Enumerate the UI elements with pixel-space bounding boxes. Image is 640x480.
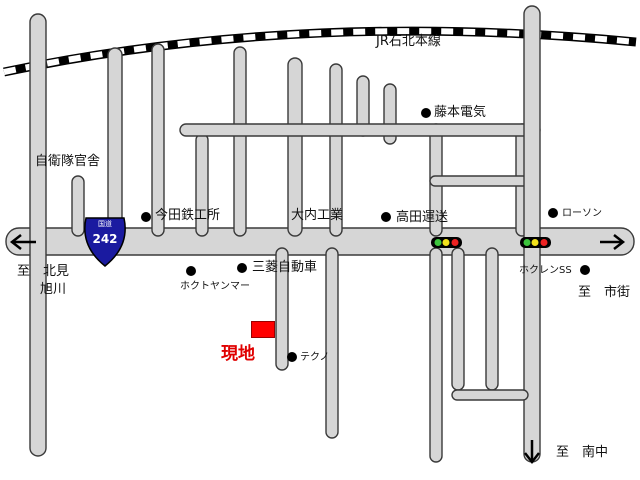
- direction-west-2: 旭川: [40, 282, 67, 297]
- landmark-dot: [141, 212, 151, 222]
- landmark-lawson: ローソン: [562, 208, 602, 219]
- site-label: 現地: [221, 344, 255, 364]
- direction-west-1: 至 北見: [17, 264, 70, 279]
- down-arrow-icon: [524, 440, 540, 465]
- road-network: [5, 5, 635, 463]
- direction-east: 至 市街: [578, 285, 631, 300]
- landmark-imada: 今田鉄工所: [155, 208, 221, 223]
- left-arrow-icon: [9, 234, 36, 250]
- landmark-fujimoto: 藤本電気: [434, 105, 487, 120]
- direction-south: 至 南中: [556, 445, 609, 460]
- railway-line: [3, 26, 637, 77]
- landmark-ouchi: 大内工業: [291, 208, 344, 223]
- landmark-dot: [237, 263, 247, 273]
- site-marker: [251, 321, 275, 338]
- landmark-hokuren: ホクレンSS: [519, 265, 572, 276]
- traffic-light-icon: [431, 237, 462, 248]
- route-shield-number: 242: [92, 232, 118, 246]
- landmark-dot: [580, 265, 590, 275]
- route-shield-icon: [84, 217, 126, 267]
- landmark-takada: 高田運送: [396, 210, 449, 225]
- landmark-dot: [287, 352, 297, 362]
- railway-label: JR石北本線: [376, 34, 441, 49]
- landmark-tekuno: テクノ: [300, 352, 330, 363]
- landmark-dot: [548, 208, 558, 218]
- landmark-dot: [381, 212, 391, 222]
- landmark-dot: [421, 108, 431, 118]
- landmark-hokuto-yanmar: ホクトヤンマー: [180, 281, 250, 292]
- landmark-mitsubishi: 三菱自動車: [252, 260, 318, 275]
- landmark-jieitai: 自衛隊官舎: [35, 154, 101, 169]
- traffic-light-icon: [520, 237, 551, 248]
- route-shield-top: 国道: [98, 220, 112, 228]
- right-arrow-icon: [600, 234, 626, 250]
- landmark-dot: [186, 266, 196, 276]
